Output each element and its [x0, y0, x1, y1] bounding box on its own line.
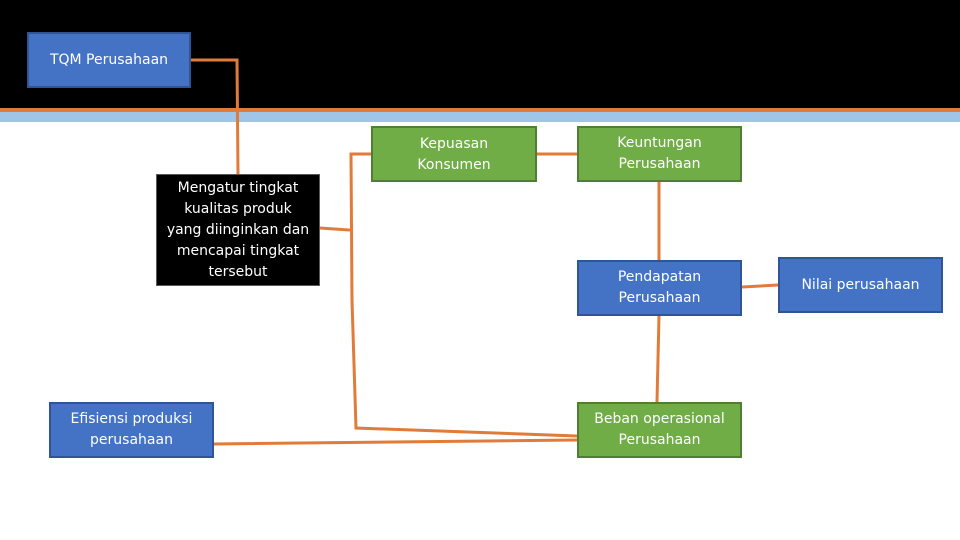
connector-bracket [349, 152, 579, 438]
node-mengatur-label: Mengatur tingkat kualitas produk yang di… [166, 179, 310, 280]
node-efisiensi-produksi: Efisiensi produksi perusahaan [49, 402, 214, 458]
node-keuntungan-perusahaan: Keuntungan Perusahaan [577, 126, 742, 182]
header-stripe-orange [0, 108, 960, 112]
node-beban-operasional: Beban operasional Perusahaan [577, 402, 742, 458]
node-pendapatan-perusahaan: Pendapatan Perusahaan [577, 260, 742, 316]
connector-efisiensi [212, 438, 579, 446]
node-efisiensi-label: Efisiensi produksi perusahaan [70, 411, 193, 448]
connector-pendapatan-beban [655, 314, 661, 404]
node-keuntungan-label: Keuntungan Perusahaan [617, 135, 702, 172]
node-nilai-label: Nilai perusahaan [801, 276, 920, 293]
node-beban-label: Beban operasional Perusahaan [594, 411, 725, 448]
connector-tqm-mengatur [189, 58, 240, 176]
connector-pendapatan-nilai [740, 283, 780, 289]
node-pendapatan-label: Pendapatan Perusahaan [617, 269, 702, 306]
node-kepuasan-konsumen: Kepuasan Konsumen [371, 126, 537, 182]
node-nilai-perusahaan: Nilai perusahaan [778, 257, 943, 313]
node-kepuasan-label: Kepuasan Konsumen [417, 136, 491, 173]
node-mengatur-kualitas: Mengatur tingkat kualitas produk yang di… [156, 174, 320, 286]
node-tqm-label: TQM Perusahaan [49, 51, 169, 68]
node-tqm-perusahaan: TQM Perusahaan [27, 32, 191, 88]
connector-mengatur-bracket [318, 226, 351, 232]
header-stripe-blue [0, 112, 960, 122]
